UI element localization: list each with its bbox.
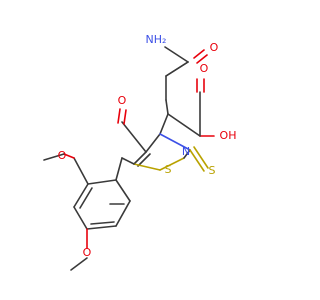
bond	[196, 54, 208, 64]
bond	[165, 61, 189, 77]
bond	[63, 153, 75, 159]
bond	[90, 221, 115, 225]
bond	[79, 187, 93, 209]
bond	[193, 49, 205, 59]
bond	[117, 108, 121, 124]
bond	[159, 157, 185, 171]
bond	[133, 163, 161, 171]
acid-hydroxyl-label: OH	[220, 129, 237, 142]
thioxo-sulfur-label: S	[209, 164, 216, 177]
bond	[164, 46, 189, 63]
bond	[133, 151, 147, 165]
bond	[115, 157, 123, 181]
bond	[73, 157, 89, 185]
ring-sulfur-label: S	[165, 163, 172, 176]
amide-oxygen-label: O	[210, 41, 219, 54]
bond	[73, 183, 89, 208]
bond	[121, 121, 147, 153]
atom-label-layer: NH₂ O OH O O N S S O O	[58, 33, 237, 259]
bond	[137, 153, 151, 167]
amide-nitrogen-label: NH₂	[146, 33, 167, 46]
bond-layer	[43, 46, 215, 271]
bond	[145, 133, 161, 153]
bond	[183, 149, 191, 159]
bond	[115, 200, 131, 227]
ring-nitrogen-label: N	[182, 145, 190, 158]
bond	[73, 206, 88, 230]
molecule-diagram: NH₂ O OH O O N S S O O	[43, 33, 237, 271]
bond	[189, 149, 205, 172]
bond	[123, 109, 127, 125]
bond	[193, 146, 209, 169]
bond	[121, 157, 135, 165]
bond	[159, 113, 169, 135]
bond	[43, 153, 65, 161]
para-methoxy-oxygen-label: O	[83, 246, 92, 259]
bond	[159, 133, 191, 151]
bond	[167, 113, 201, 137]
ortho-methoxy-oxygen-label: O	[58, 149, 67, 162]
acid-carbonyl-oxygen-label: O	[200, 62, 209, 75]
bond	[115, 179, 131, 202]
ring-carbonyl-oxygen-label: O	[118, 94, 127, 107]
bond	[86, 225, 117, 230]
bond	[87, 179, 117, 185]
bond	[70, 257, 88, 271]
bond	[165, 99, 169, 115]
